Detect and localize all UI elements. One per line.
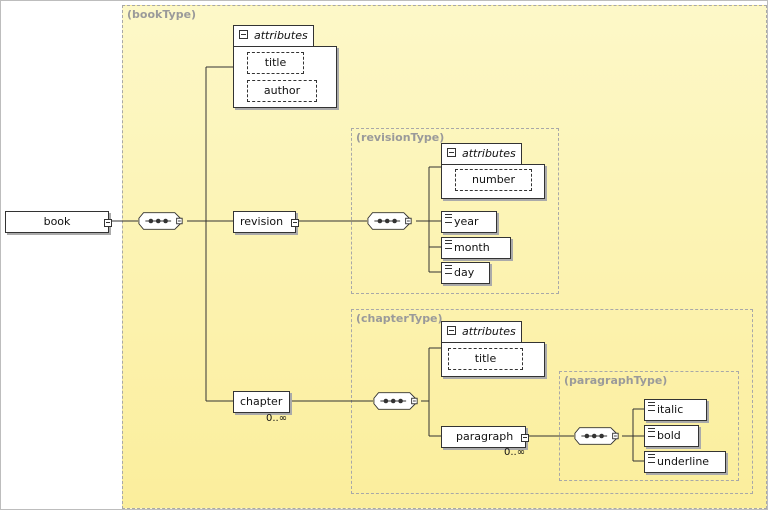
italic-element[interactable]: italic bbox=[644, 399, 707, 421]
attr-title[interactable]: title bbox=[247, 52, 304, 74]
book-element[interactable]: book bbox=[5, 211, 112, 233]
bold-label: bold bbox=[657, 429, 681, 442]
chapter-label: chapter bbox=[240, 395, 283, 408]
italic-label: italic bbox=[657, 403, 684, 416]
attr-author[interactable]: author bbox=[247, 80, 317, 102]
revision-attributes-title[interactable]: attributes bbox=[447, 147, 516, 160]
sequence-compositor-icon[interactable] bbox=[367, 211, 413, 231]
collapse-minus-icon[interactable] bbox=[447, 326, 456, 335]
book-attributes-title[interactable]: attributes bbox=[239, 29, 308, 42]
collapse-minus-icon[interactable] bbox=[447, 148, 456, 157]
paragraph-element[interactable]: paragraph bbox=[441, 426, 529, 448]
simple-content-icon bbox=[445, 240, 452, 249]
underline-element[interactable]: underline bbox=[644, 451, 726, 473]
expand-connector-icon[interactable] bbox=[521, 434, 529, 442]
paragraph-label: paragraph bbox=[456, 430, 514, 443]
month-label: month bbox=[454, 241, 490, 254]
attributes-label: attributes bbox=[254, 29, 308, 42]
simple-content-icon bbox=[445, 265, 452, 274]
simple-content-icon bbox=[648, 428, 655, 437]
attr-number[interactable]: number bbox=[455, 169, 532, 191]
booktype-title: (bookType) bbox=[127, 8, 197, 21]
sequence-compositor-icon[interactable] bbox=[138, 211, 184, 231]
paragraphtype-box: (paragraphType) bbox=[559, 371, 739, 481]
day-element[interactable]: day bbox=[441, 262, 490, 284]
simple-content-icon bbox=[648, 454, 655, 463]
bold-element[interactable]: bold bbox=[644, 425, 699, 447]
chaptertype-title: (chapterType) bbox=[356, 312, 443, 325]
revision-label: revision bbox=[240, 215, 284, 228]
underline-label: underline bbox=[657, 455, 710, 468]
chapter-cardinality: 0..∞ bbox=[266, 413, 288, 424]
revisiontype-title: (revisionType) bbox=[356, 131, 445, 144]
chapter-attributes-title[interactable]: attributes bbox=[447, 325, 516, 338]
book-attributes-tab bbox=[233, 25, 314, 47]
chapter-element[interactable]: chapter bbox=[233, 391, 290, 413]
year-element[interactable]: year bbox=[441, 211, 497, 233]
sequence-compositor-icon[interactable] bbox=[373, 391, 419, 411]
book-label: book bbox=[43, 215, 71, 228]
paragraph-cardinality: 0..∞ bbox=[504, 447, 526, 458]
revision-attributes-tab bbox=[441, 143, 522, 165]
chapter-attributes-tab bbox=[441, 321, 522, 343]
attributes-label: attributes bbox=[462, 325, 516, 338]
month-element[interactable]: month bbox=[441, 237, 511, 259]
day-label: day bbox=[454, 266, 475, 279]
collapse-minus-icon[interactable] bbox=[239, 30, 248, 39]
simple-content-icon bbox=[648, 402, 655, 411]
paragraphtype-title: (paragraphType) bbox=[564, 374, 668, 387]
expand-connector-icon[interactable] bbox=[291, 219, 299, 227]
sequence-compositor-icon[interactable] bbox=[574, 426, 620, 446]
revisiontype-box: (revisionType) bbox=[351, 128, 559, 294]
simple-content-icon bbox=[445, 214, 452, 223]
year-label: year bbox=[454, 215, 479, 228]
revision-element[interactable]: revision bbox=[233, 211, 299, 233]
expand-connector-icon[interactable] bbox=[104, 219, 112, 227]
attributes-label: attributes bbox=[462, 147, 516, 160]
attr-title[interactable]: title bbox=[448, 348, 523, 370]
